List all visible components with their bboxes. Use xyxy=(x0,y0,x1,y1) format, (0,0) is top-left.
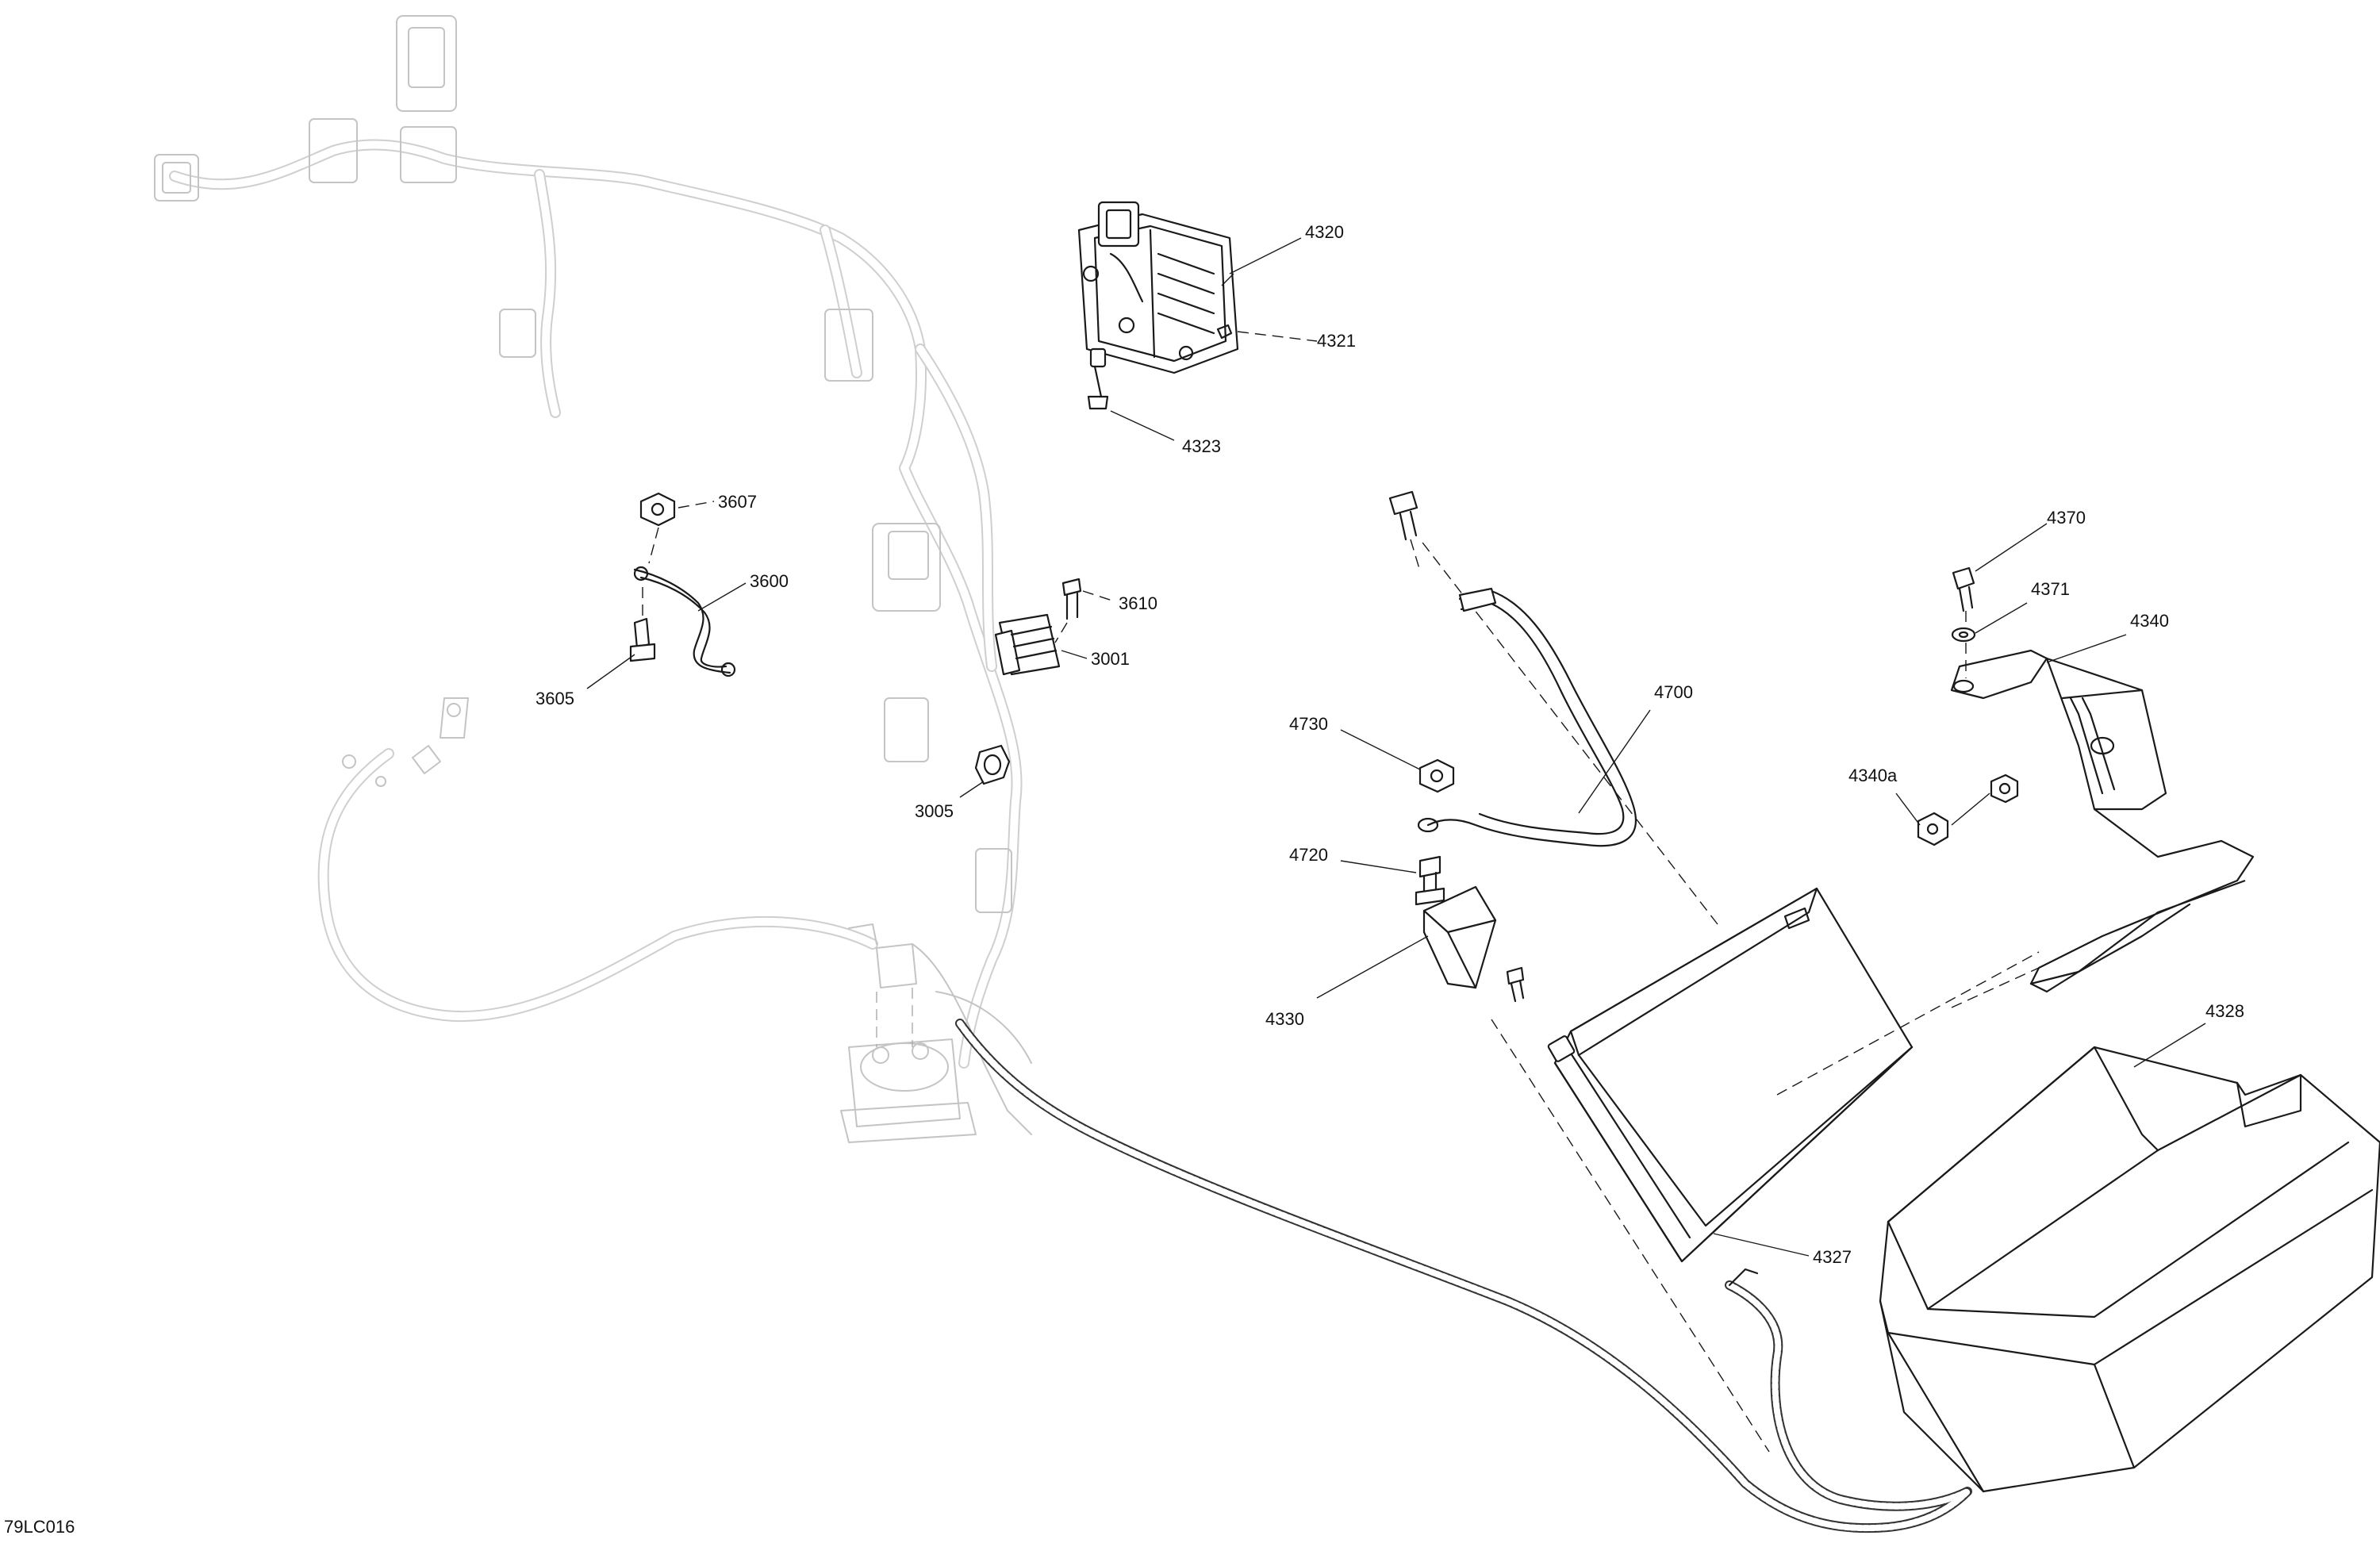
battery-4327 xyxy=(1547,887,1914,1263)
callout-4700: 4700 xyxy=(1654,682,1693,702)
callout-3005: 3005 xyxy=(915,801,954,821)
nut-3005 xyxy=(974,744,1011,785)
connector-mid xyxy=(499,309,536,358)
leader-4370 xyxy=(1975,523,2048,572)
callout-3607: 3607 xyxy=(718,492,757,512)
nut-4730 xyxy=(1418,758,1455,793)
leader-4700 xyxy=(1578,709,1651,814)
callout-3605: 3605 xyxy=(536,689,574,708)
callout-4320: 4320 xyxy=(1305,222,1344,242)
ground-cable-3600 xyxy=(633,566,736,677)
leader-4330 xyxy=(1316,935,1429,999)
screw-4323 xyxy=(1087,347,1109,410)
cover-screw xyxy=(1506,966,1525,1003)
connector-left xyxy=(154,154,199,202)
callout-3001: 3001 xyxy=(1091,649,1130,669)
bolt-4720 xyxy=(1415,855,1445,906)
leader-4340 xyxy=(2046,634,2127,663)
leader-4720 xyxy=(1340,860,1417,873)
screw-4321 xyxy=(1216,324,1233,340)
bolt-top xyxy=(1388,490,1418,541)
harness-connectors xyxy=(154,15,1012,913)
leader-4321 xyxy=(1237,331,1318,342)
ring-terminal xyxy=(440,697,469,739)
leader-3001 xyxy=(1061,650,1088,659)
callout-4371: 4371 xyxy=(2031,579,2070,599)
connector-right xyxy=(824,309,873,382)
leader-3600 xyxy=(697,582,747,612)
battery-box-4328 xyxy=(1879,1046,2380,1493)
callout-4340: 4340 xyxy=(2130,611,2169,631)
leader-4323 xyxy=(1110,410,1175,441)
screw-3605 xyxy=(629,617,656,662)
leader-4730 xyxy=(1340,729,1421,770)
battery-bracket-4340 xyxy=(1950,649,2255,993)
callout-labels: 4320 4321 4323 3607 3600 3605 3610 3001 … xyxy=(536,222,2244,1267)
washer-4371 xyxy=(1951,627,1976,643)
callout-4330: 4330 xyxy=(1265,1009,1304,1029)
relay-block xyxy=(872,523,941,612)
callout-4720: 4720 xyxy=(1289,845,1328,865)
connector-lower xyxy=(884,697,929,762)
screw-3610 xyxy=(1061,578,1082,620)
starter-solenoid xyxy=(840,923,977,1143)
electronic-module-4320 xyxy=(1077,201,1239,374)
leader-3607 xyxy=(678,501,715,509)
callout-4730: 4730 xyxy=(1289,714,1328,734)
leader-4320 xyxy=(1221,273,1234,286)
fuse-holder-3001 xyxy=(994,613,1061,676)
leader-4371 xyxy=(1975,602,2028,634)
callout-3600: 3600 xyxy=(750,571,789,591)
callout-3610: 3610 xyxy=(1119,593,1157,613)
leader-3605 xyxy=(586,654,635,689)
leader-4327 xyxy=(1713,1233,1810,1257)
terminal-cover-4330 xyxy=(1422,885,1497,989)
leader-lines xyxy=(586,237,2206,1257)
main-wiring-harness xyxy=(169,139,1032,1135)
callout-4370: 4370 xyxy=(2047,508,2086,528)
callout-4328: 4328 xyxy=(2205,1001,2244,1021)
leader-3005 xyxy=(959,781,985,798)
leader-4340a xyxy=(1895,793,1921,826)
drawing-code: 79LC016 xyxy=(4,1517,75,1537)
callout-4321: 4321 xyxy=(1317,331,1356,351)
connector-junction xyxy=(309,118,358,183)
connector-top xyxy=(396,15,457,112)
leader-3610 xyxy=(1082,590,1115,602)
callout-4340a: 4340a xyxy=(1848,766,1898,785)
bolt-4370 xyxy=(1952,566,1975,612)
callout-4323: 4323 xyxy=(1182,436,1221,456)
leader-4328 xyxy=(2133,1023,2206,1068)
nut-4340a xyxy=(1917,773,2019,846)
positive-cable-4700 xyxy=(1417,587,1637,847)
nut-3607 xyxy=(639,492,676,527)
connector-bottom xyxy=(975,848,1012,913)
battery-negative-cable xyxy=(955,1019,1972,1533)
callout-4327: 4327 xyxy=(1813,1247,1852,1267)
